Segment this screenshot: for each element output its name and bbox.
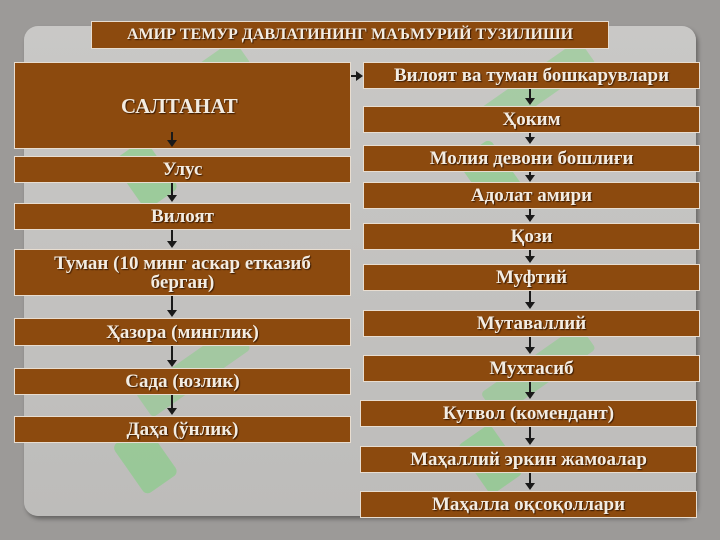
left-arrow (167, 230, 177, 248)
left-box-ulus: Улус (14, 156, 351, 183)
right-box-qozi: Қози (363, 223, 700, 250)
right-arrow (525, 291, 535, 309)
right-arrow (525, 427, 535, 445)
right-arrow (525, 209, 535, 222)
right-box-muftiy: Муфтий (363, 264, 700, 291)
left-box-daha: Даҳа (ўнлик) (14, 416, 351, 443)
left-arrow (167, 183, 177, 202)
left-box-tuman: Туман (10 минг аскар етказиб берган) (14, 249, 351, 296)
right-arrow (525, 133, 535, 144)
left-box-viloyat: Вилоят (14, 203, 351, 230)
right-arrow (525, 250, 535, 263)
right-box-hokim: Ҳоким (363, 106, 700, 133)
right-box-boshqaruv: Вилоят ва туман бошкарувлари (363, 62, 700, 89)
connector-arrow (351, 71, 363, 81)
right-box-oqsoqollar: Маҳалла оқсоқоллари (360, 491, 697, 518)
right-box-kutvol: Кутвол (комендант) (360, 400, 697, 427)
diagram-title: АМИР ТЕМУР ДАВЛАТИНИНГ МАЪМУРИЙ ТУЗИЛИШИ (91, 21, 609, 49)
right-arrow (525, 89, 535, 105)
left-arrow (167, 296, 177, 317)
right-box-adolat: Адолат амири (363, 182, 700, 209)
right-box-jamoalar: Маҳаллий эркин жамоалар (360, 446, 697, 473)
left-box-sada: Сада (юзлик) (14, 368, 351, 395)
left-box-hazora: Ҳазора (минглик) (14, 318, 351, 346)
right-box-muxtasib: Мухтасиб (363, 355, 700, 382)
right-arrow (525, 337, 535, 354)
left-arrow (167, 132, 177, 147)
right-arrow (525, 172, 535, 182)
right-box-moliya: Молия девони бошлиғи (363, 145, 700, 172)
left-arrow (167, 346, 177, 367)
right-arrow (525, 382, 535, 399)
right-box-mutavalliy: Мутаваллий (363, 310, 700, 337)
left-box-saltanat: САЛТАНАТ (14, 62, 351, 149)
left-arrow (167, 395, 177, 415)
right-arrow (525, 473, 535, 490)
